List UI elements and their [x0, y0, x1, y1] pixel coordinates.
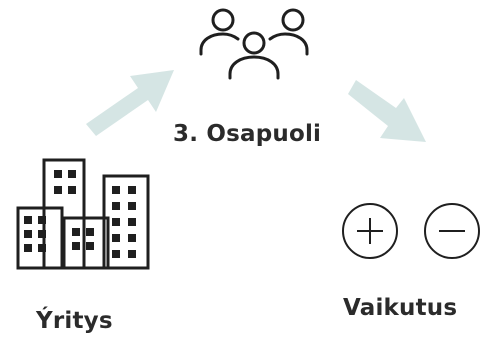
- plus-minus-icon: [342, 203, 480, 259]
- people-group-icon: [199, 8, 309, 80]
- arrow-up-right: [86, 70, 174, 136]
- right-node-label: Vaikutus: [343, 295, 458, 321]
- arrow-down-right: [348, 80, 426, 142]
- office-buildings-icon: [16, 158, 150, 270]
- left-node-label: Ýritys: [36, 308, 113, 334]
- center-node-label: 3. Osapuoli: [173, 121, 322, 147]
